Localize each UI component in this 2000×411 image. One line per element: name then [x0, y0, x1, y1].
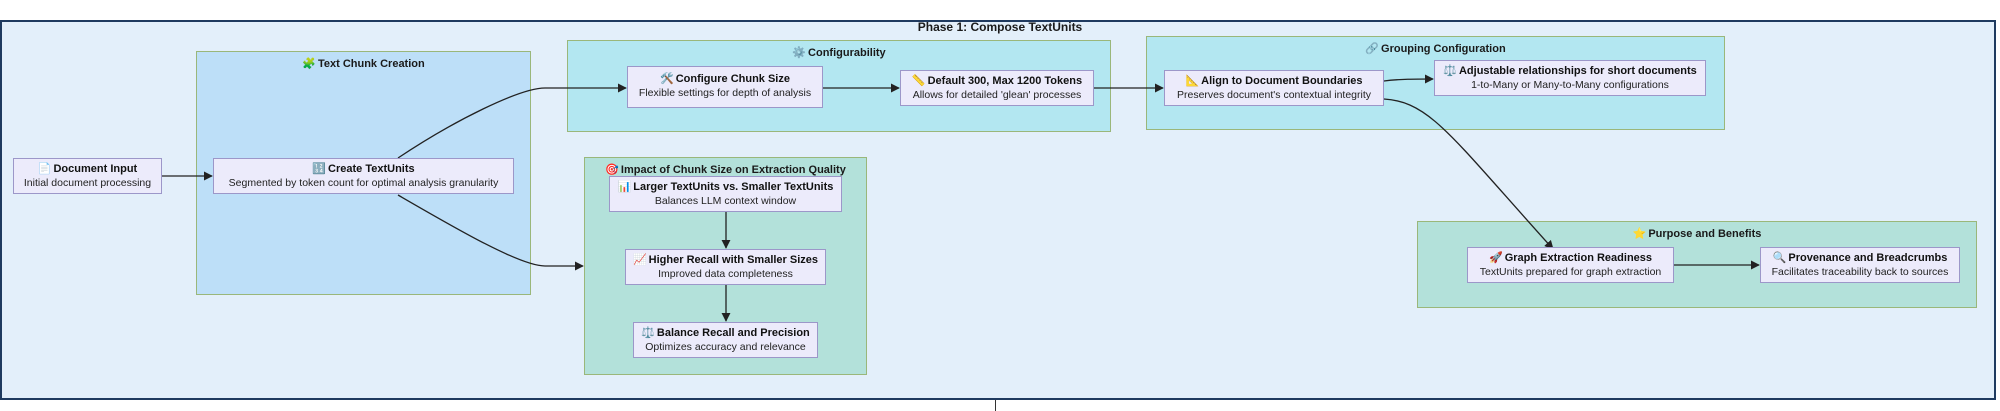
- star-icon: ⭐: [1632, 228, 1647, 240]
- scale-icon: ⚖️: [641, 327, 655, 339]
- group-title-grouping-configuration: 🔗Grouping Configuration: [1365, 43, 1506, 55]
- target-icon: 🎯: [605, 164, 619, 176]
- trend-up-icon: 📈: [632, 254, 647, 266]
- ruler-icon: 📏: [911, 75, 926, 87]
- group-title-configurability: ⚙️Configurability: [792, 47, 886, 59]
- phase-title: Phase 1: Compose TextUnits: [917, 20, 1083, 34]
- rocket-icon: 🚀: [1488, 252, 1503, 264]
- group-title-text-chunk-creation: 🧩Text Chunk Creation: [302, 58, 425, 70]
- node-default-tokens[interactable]: 📏Default 300, Max 1200 Tokens Allows for…: [900, 70, 1094, 106]
- magnifier-icon: 🔍: [1772, 252, 1787, 264]
- group-title-purpose: ⭐Purpose and Benefits: [1632, 228, 1762, 240]
- outgoing-edge-stub: [995, 400, 996, 411]
- edge-align-to-adjustable: [1383, 74, 1434, 84]
- gear-icon: ⚙️: [792, 47, 807, 59]
- link-icon: 🔗: [1365, 43, 1380, 55]
- bar-chart-icon: 📊: [617, 181, 632, 193]
- node-align-boundaries[interactable]: 📐Align to Document Boundaries Preserves …: [1164, 70, 1384, 106]
- node-create-textunits[interactable]: 🔢Create TextUnits Segmented by token cou…: [213, 158, 514, 194]
- node-balance-recall-precision[interactable]: ⚖️Balance Recall and Precision Optimizes…: [633, 322, 818, 358]
- group-title-impact: 🎯Impact of Chunk Size on Extraction Qual…: [605, 164, 846, 176]
- scale-icon: ⚖️: [1443, 65, 1457, 77]
- node-higher-recall[interactable]: 📈Higher Recall with Smaller Sizes Improv…: [625, 249, 826, 285]
- node-document-input[interactable]: 📄Document Input Initial document process…: [13, 158, 162, 194]
- numbers-icon: 🔢: [312, 163, 327, 175]
- document-icon: 📄: [37, 163, 52, 175]
- node-configure-chunk-size[interactable]: 🛠️Configure Chunk Size Flexible settings…: [627, 66, 823, 108]
- tools-icon: 🛠️: [660, 73, 674, 85]
- edge-create-to-configure: [397, 83, 627, 159]
- node-provenance-breadcrumbs[interactable]: 🔍Provenance and Breadcrumbs Facilitates …: [1760, 247, 1960, 283]
- node-larger-vs-smaller[interactable]: 📊Larger TextUnits vs. Smaller TextUnits …: [609, 176, 842, 212]
- triangle-ruler-icon: 📐: [1185, 75, 1200, 87]
- edge-align-to-graph: [1383, 98, 1554, 250]
- node-graph-extraction-readiness[interactable]: 🚀Graph Extraction Readiness TextUnits pr…: [1467, 247, 1674, 283]
- node-adjustable-relationships[interactable]: ⚖️Adjustable relationships for short doc…: [1434, 60, 1706, 96]
- edge-create-to-larger: [397, 194, 584, 271]
- puzzle-icon: 🧩: [302, 58, 316, 70]
